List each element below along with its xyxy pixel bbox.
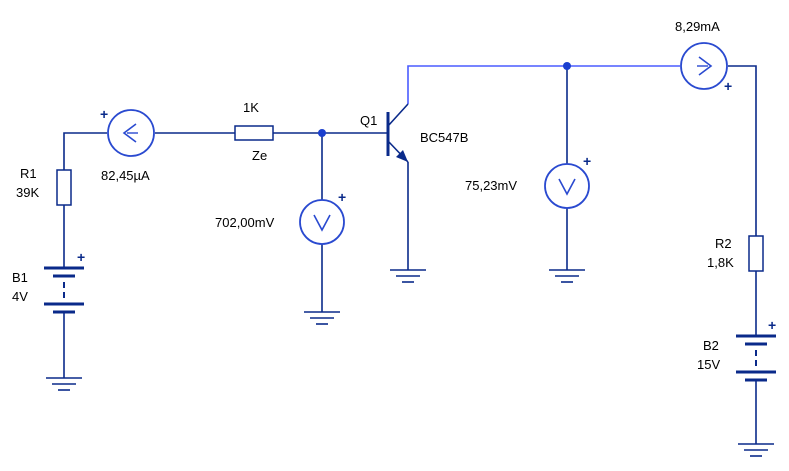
voltmeter-collector-polarity: + [583, 153, 591, 169]
voltmeter-collector [544, 163, 590, 209]
voltmeter-base [299, 199, 345, 245]
voltmeter-collector-reading: 75,23mV [465, 178, 517, 193]
b2-name: B2 [703, 338, 719, 353]
voltmeter-v-icon [558, 178, 576, 196]
q1-name: Q1 [360, 113, 377, 128]
ammeter-collector-reading: 8,29mA [675, 19, 720, 34]
b1-polarity: + [77, 249, 85, 265]
b2-value: 15V [697, 357, 720, 372]
ammeter-collector [680, 42, 728, 90]
ground-icon [390, 269, 426, 283]
battery-b1 [44, 266, 84, 314]
voltmeter-v-icon [313, 214, 331, 232]
ammeter-base-reading: 82,45µA [101, 168, 150, 183]
b1-value: 4V [12, 289, 28, 304]
collector-wire [407, 65, 680, 104]
r2-name: R2 [715, 236, 732, 251]
battery-b2 [736, 334, 776, 382]
q1-model: BC547B [420, 130, 468, 145]
ground-icon [549, 269, 585, 283]
b1-name: B1 [12, 270, 28, 285]
r2-value: 1,8K [707, 255, 734, 270]
voltmeter-base-reading: 702,00mV [215, 215, 275, 230]
rbase-value: 1K [243, 100, 259, 115]
junction-collector [563, 62, 571, 70]
ammeter-base [107, 109, 155, 157]
ground-icon [304, 311, 340, 325]
wire-left-top [63, 132, 107, 170]
wire-collector-top [407, 65, 680, 104]
resistor-r2 [748, 235, 764, 272]
ground-icon [738, 443, 774, 457]
r1-name: R1 [20, 166, 37, 181]
ammeter-base-polarity: + [100, 106, 108, 122]
resistor-rbase [234, 125, 274, 141]
rbase-label: Ze [252, 148, 267, 163]
resistor-r1 [56, 169, 72, 206]
emitter-arrow-icon [396, 150, 408, 162]
junction-base [318, 129, 326, 137]
wires [63, 65, 757, 444]
b2-polarity: + [768, 317, 776, 333]
transistor-q1 [386, 103, 409, 163]
ground-icon [46, 377, 82, 391]
voltmeter-base-polarity: + [338, 189, 346, 205]
wire-right-top [728, 65, 757, 236]
ammeter-collector-polarity: + [724, 78, 732, 94]
ammeter-arrow-icon [122, 123, 137, 143]
ammeter-arrow-icon [698, 56, 713, 76]
r1-value: 39K [16, 185, 39, 200]
